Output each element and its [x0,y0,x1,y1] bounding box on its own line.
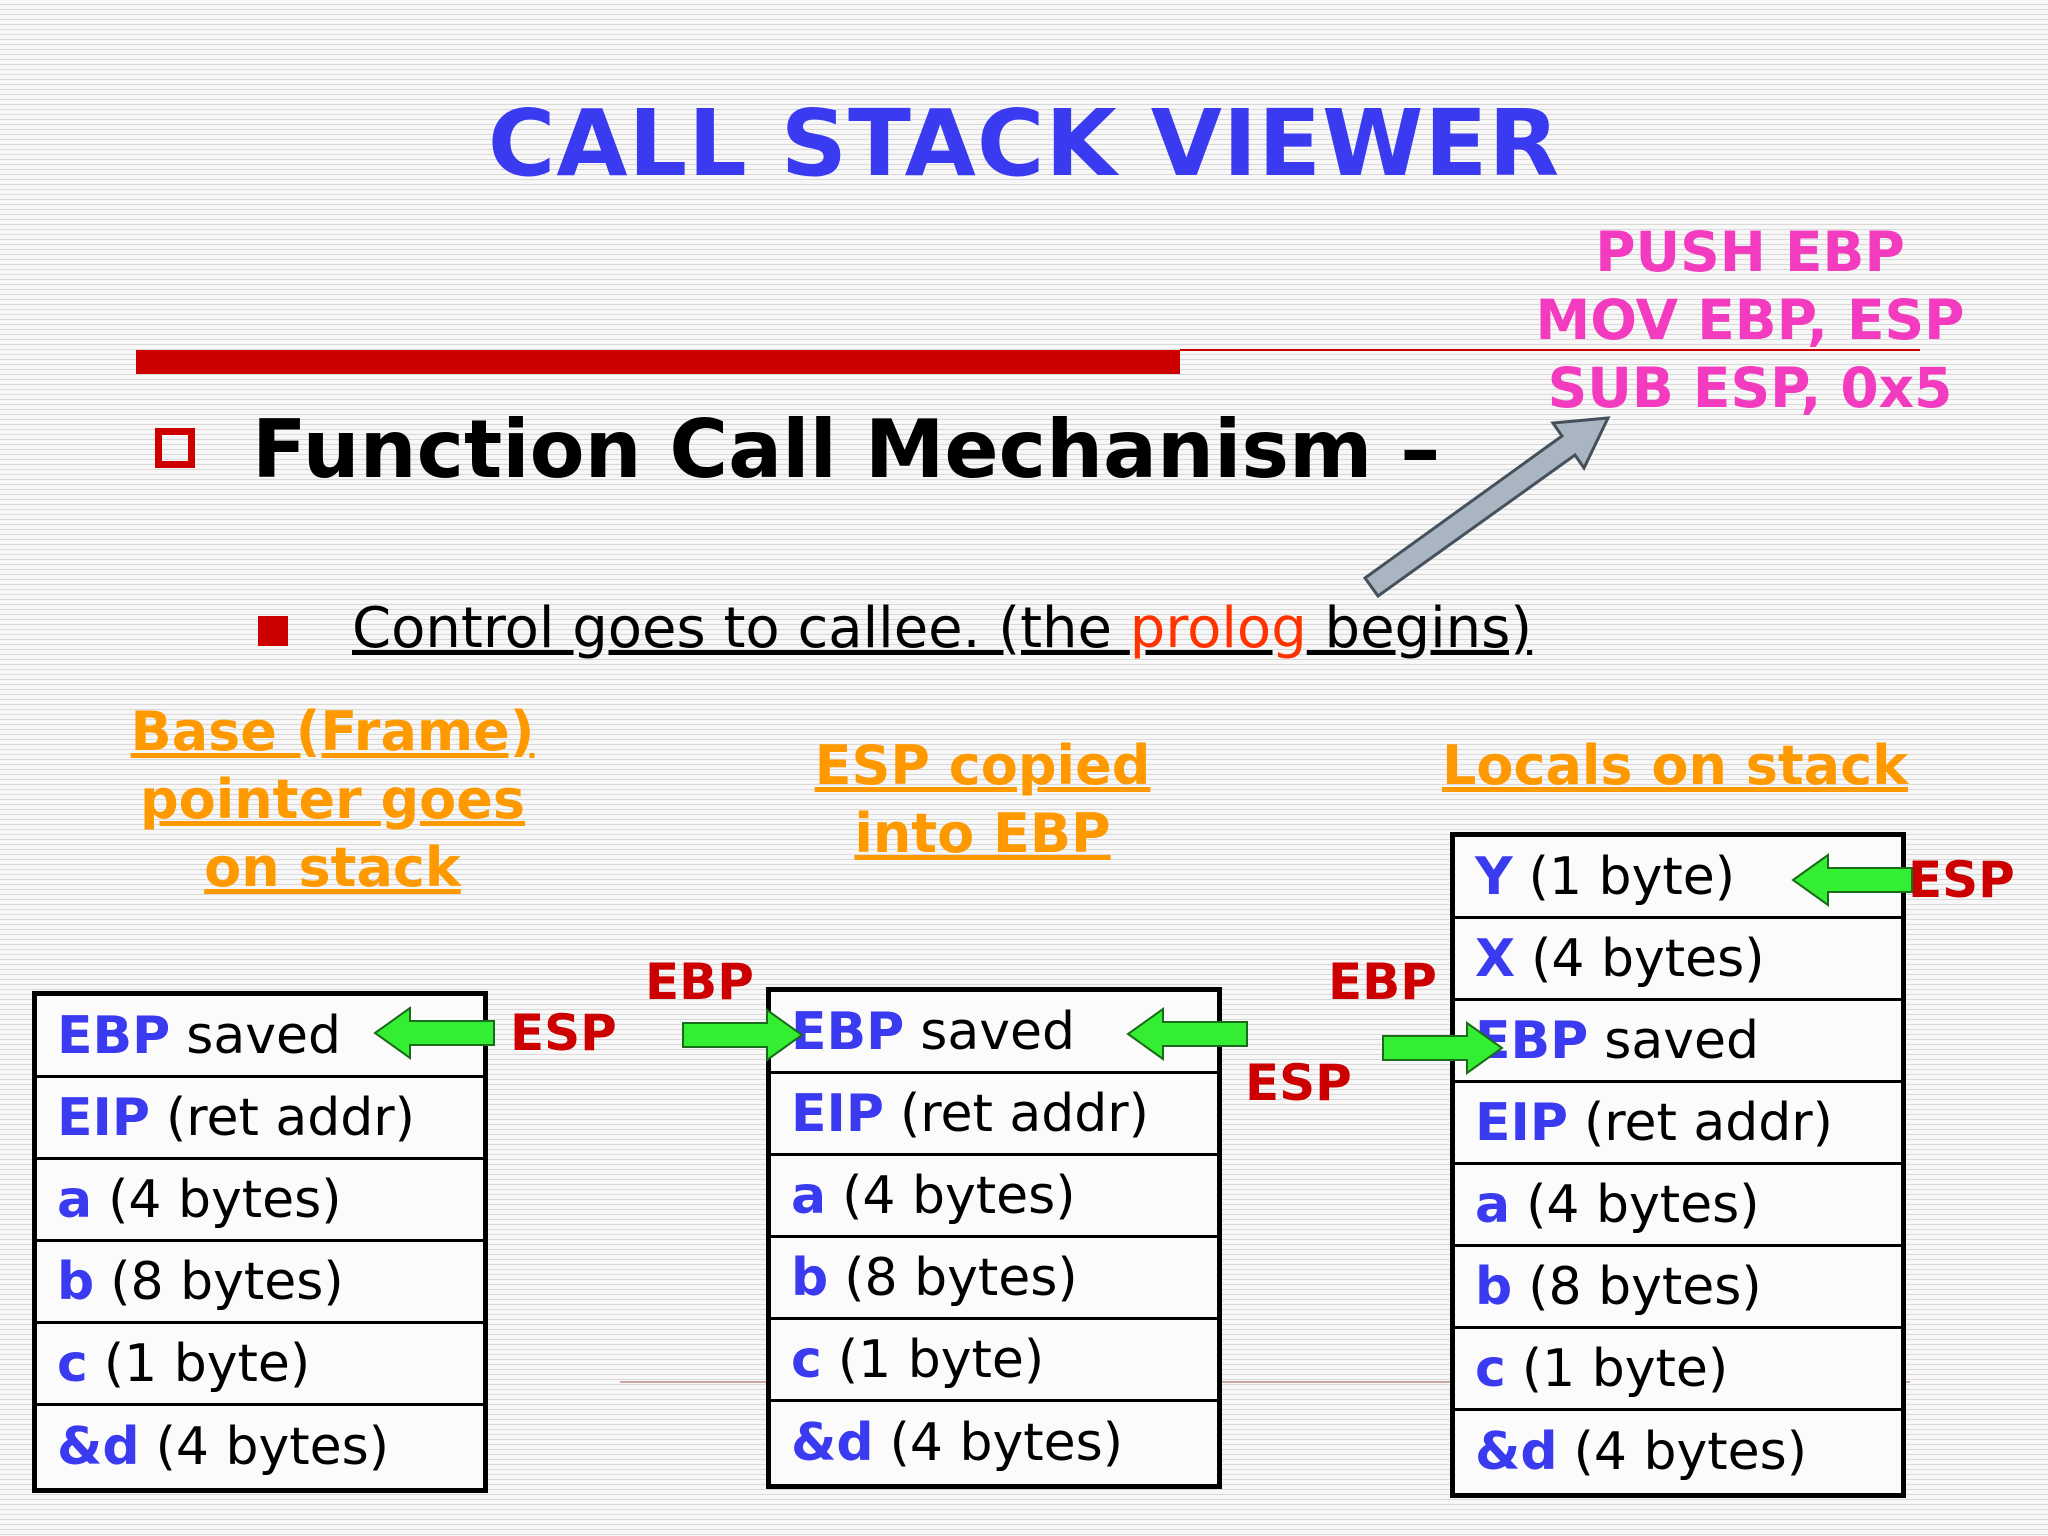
stack-row-key: &d [1475,1422,1558,1482]
esp-pointer-arrow-icon [1791,853,1913,907]
stack-row-value: (1 byte) [1521,1338,1729,1399]
stack-row-key: c [791,1329,822,1390]
stack-row-key: a [1475,1174,1511,1235]
stack-row-value: (4 bytes) [1526,1174,1760,1235]
stack-row-value: (ret addr) [899,1083,1149,1144]
stack-row-key: EBP [57,1005,171,1066]
esp-pointer-arrow-icon [373,1006,495,1060]
esp-label-2: ESP [1245,1054,1352,1112]
bullet-text: Control goes to callee. (the prolog begi… [352,596,1532,661]
instruction-mov: MOV EBP, ESP [1535,288,1965,352]
stack-row-value: (4 bytes) [842,1165,1076,1226]
caption-locals: Locals on stack [1400,732,1950,800]
stack-row-value: (1 byte) [103,1333,311,1394]
caption-line: pointer goes [139,768,526,831]
stack-row: b(8 bytes) [771,1238,1217,1320]
stack-row-key: b [57,1251,95,1312]
title-underline-thick [136,350,1180,374]
section-heading: Function Call Mechanism – [252,403,1441,496]
stack-row-value: (1 byte) [1528,846,1736,907]
esp-label-3: ESP [1908,851,2015,909]
stack-row-key: a [57,1169,93,1230]
stack-row-key: &d [791,1413,874,1473]
stack-row-key: EIP [1475,1092,1568,1153]
stack-row: a(4 bytes) [37,1160,483,1242]
stack-row-value: (8 bytes) [844,1247,1078,1308]
footer-rule [620,1381,1910,1383]
stack-row: EIP(ret addr) [771,1074,1217,1156]
stack-row-key: c [1475,1338,1506,1399]
ebp-label-2: EBP [645,953,754,1011]
stack-row-value: saved [1604,1010,1760,1071]
esp-label-1: ESP [510,1004,617,1062]
stack-row: &d(4 bytes) [1455,1411,1901,1493]
ebp-label-3: EBP [1328,953,1437,1011]
stack-row-value: saved [186,1005,342,1066]
stack-row-key: EIP [791,1083,884,1144]
stack-row-value: (ret addr) [165,1087,415,1148]
stack-row-key: EIP [57,1087,150,1148]
stack-row: a(4 bytes) [771,1156,1217,1238]
stack-row-key: c [57,1333,88,1394]
stack-row-value: (8 bytes) [1528,1256,1762,1317]
stack-row-key: Y [1475,846,1513,907]
stack-row-key: b [791,1247,829,1308]
caption-base-pointer: Base (Frame) pointer goes on stack [100,698,565,902]
caption-line: on stack [204,836,461,899]
stack-row-key: EBP [1475,1010,1589,1071]
stack-row-key: b [1475,1256,1513,1317]
instruction-sub: SUB ESP, 0x5 [1547,356,1953,420]
bullet-text-before: Control goes to callee. (the [352,596,1130,661]
stack-row-value: (4 bytes) [1531,928,1765,989]
stack-row: &d(4 bytes) [37,1406,483,1488]
ebp-pointer-arrow-icon [1382,1021,1504,1075]
prolog-instructions: PUSH EBP MOV EBP, ESP SUB ESP, 0x5 [1480,218,2020,422]
stack-row-key: a [791,1165,827,1226]
stack-row-value: (ret addr) [1583,1092,1833,1153]
stack-row-key: X [1475,928,1516,989]
stack-row: a(4 bytes) [1455,1165,1901,1247]
title-underline-thin [1180,349,1920,351]
stack-row: c(1 byte) [37,1324,483,1406]
slide-title: CALL STACK VIEWER [487,90,1561,197]
stack-row: c(1 byte) [1455,1329,1901,1411]
stack-row-value: (1 byte) [837,1329,1045,1390]
pointer-arrow-icon [1362,416,1611,599]
caption-line: ESP copied [814,734,1151,797]
stack-row: X(4 bytes) [1455,919,1901,1001]
instruction-push: PUSH EBP [1595,220,1905,284]
caption-line: into EBP [854,802,1111,865]
bullet-text-highlight: prolog [1129,596,1307,661]
stack-row: EIP(ret addr) [37,1078,483,1160]
stack-row: b(8 bytes) [1455,1247,1901,1329]
stack-row: b(8 bytes) [37,1242,483,1324]
stack-row-value: (4 bytes) [1573,1422,1808,1482]
caption-line: Locals on stack [1441,734,1909,797]
stack-row: c(1 byte) [771,1320,1217,1402]
stack-row-key: EBP [791,1001,905,1062]
caption-esp-copied: ESP copied into EBP [760,732,1205,868]
stack-row: EIP(ret addr) [1455,1083,1901,1165]
caption-line: Base (Frame) [130,700,535,763]
stack-row-value: (8 bytes) [110,1251,344,1312]
stack-row-value: (4 bytes) [108,1169,342,1230]
stack-row-value: (4 bytes) [889,1413,1124,1473]
stack-row-key: &d [57,1417,140,1477]
bullet-text-after: begins) [1306,596,1533,661]
stack-row: &d(4 bytes) [771,1402,1217,1484]
sub-bullet-icon [258,616,288,646]
bullet-square-icon [155,428,195,468]
stack-row-value: saved [920,1001,1076,1062]
esp-pointer-arrow-icon [1126,1007,1248,1061]
ebp-pointer-arrow-icon [682,1008,804,1062]
stack-row: Y(1 byte) [1455,837,1901,919]
stack-row-value: (4 bytes) [155,1417,390,1477]
